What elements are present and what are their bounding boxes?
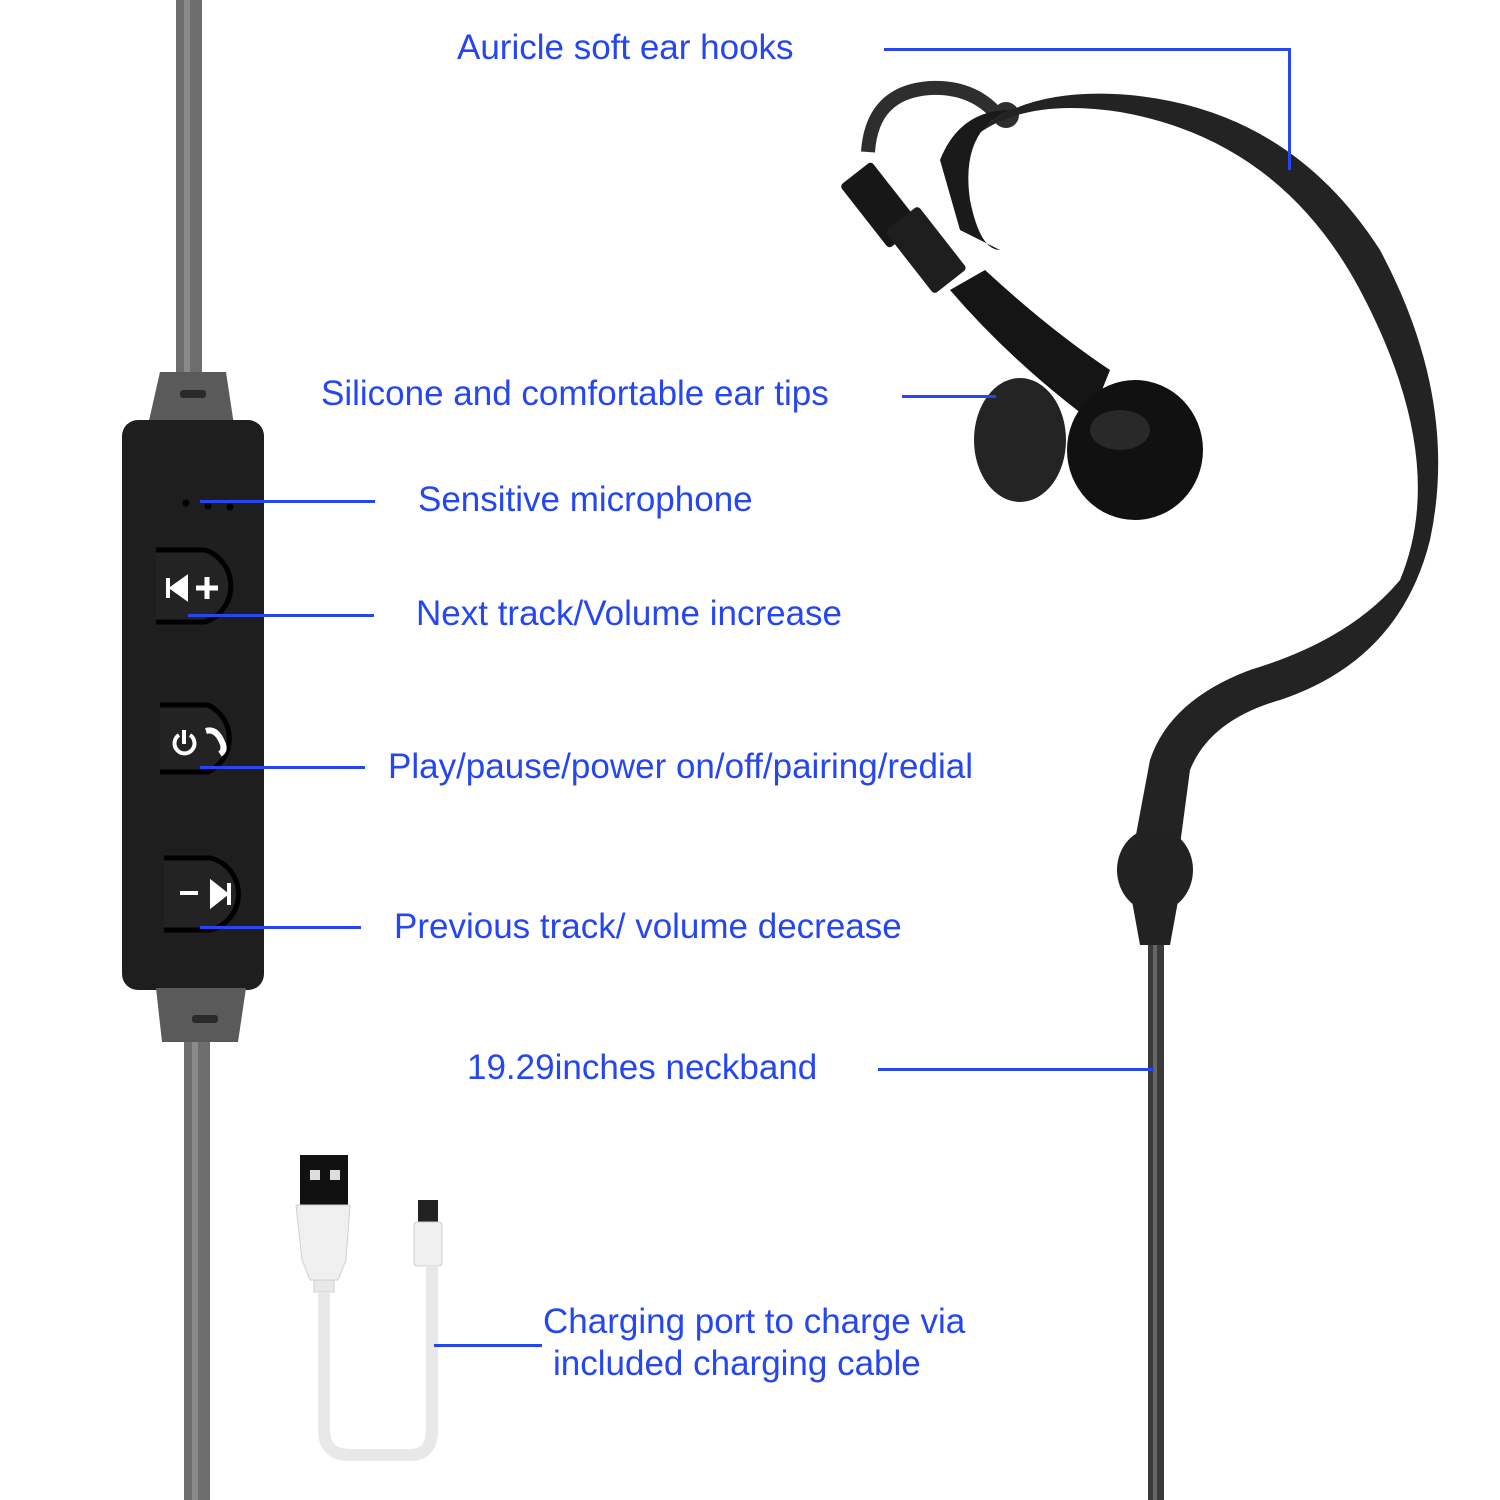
callout-line-play-pause	[200, 766, 365, 769]
label-charging-line1: Charging port to charge via	[543, 1302, 966, 1341]
label-charging-line2: included charging cable	[553, 1344, 921, 1383]
microphone-holes	[182, 499, 234, 511]
label-play-pause: Play/pause/power on/off/pairing/redial	[388, 747, 974, 786]
label-ear-tips: Silicone and comfortable ear tips	[321, 374, 829, 413]
callout-line-microphone	[200, 500, 375, 503]
earbud	[1067, 380, 1203, 520]
label-prev-track: Previous track/ volume decrease	[394, 907, 902, 946]
label-next-track: Next track/Volume increase	[416, 594, 843, 633]
play-pause-button[interactable]	[160, 702, 232, 775]
ear-hook	[841, 80, 1439, 945]
label-neckband: 19.29inches neckband	[467, 1048, 818, 1087]
label-microphone: Sensitive microphone	[418, 480, 753, 519]
callout-line-prev-track	[200, 926, 361, 929]
callout-line-charging	[434, 1344, 542, 1347]
next-track-button[interactable]	[156, 547, 234, 625]
callout-line-ear-tips	[902, 395, 996, 398]
callout-line-ear-hooks	[884, 48, 1290, 51]
prev-track-button[interactable]	[164, 855, 241, 933]
usb-charging-cable[interactable]	[295, 1155, 443, 1461]
callout-line-neckband	[878, 1068, 1154, 1071]
label-ear-hooks: Auricle soft ear hooks	[457, 28, 794, 67]
callout-line-next-track	[188, 614, 374, 617]
ear-tip	[974, 378, 1066, 502]
strain-relief-top	[148, 372, 234, 425]
callout-line-ear-hooks-vertical	[1288, 48, 1291, 170]
